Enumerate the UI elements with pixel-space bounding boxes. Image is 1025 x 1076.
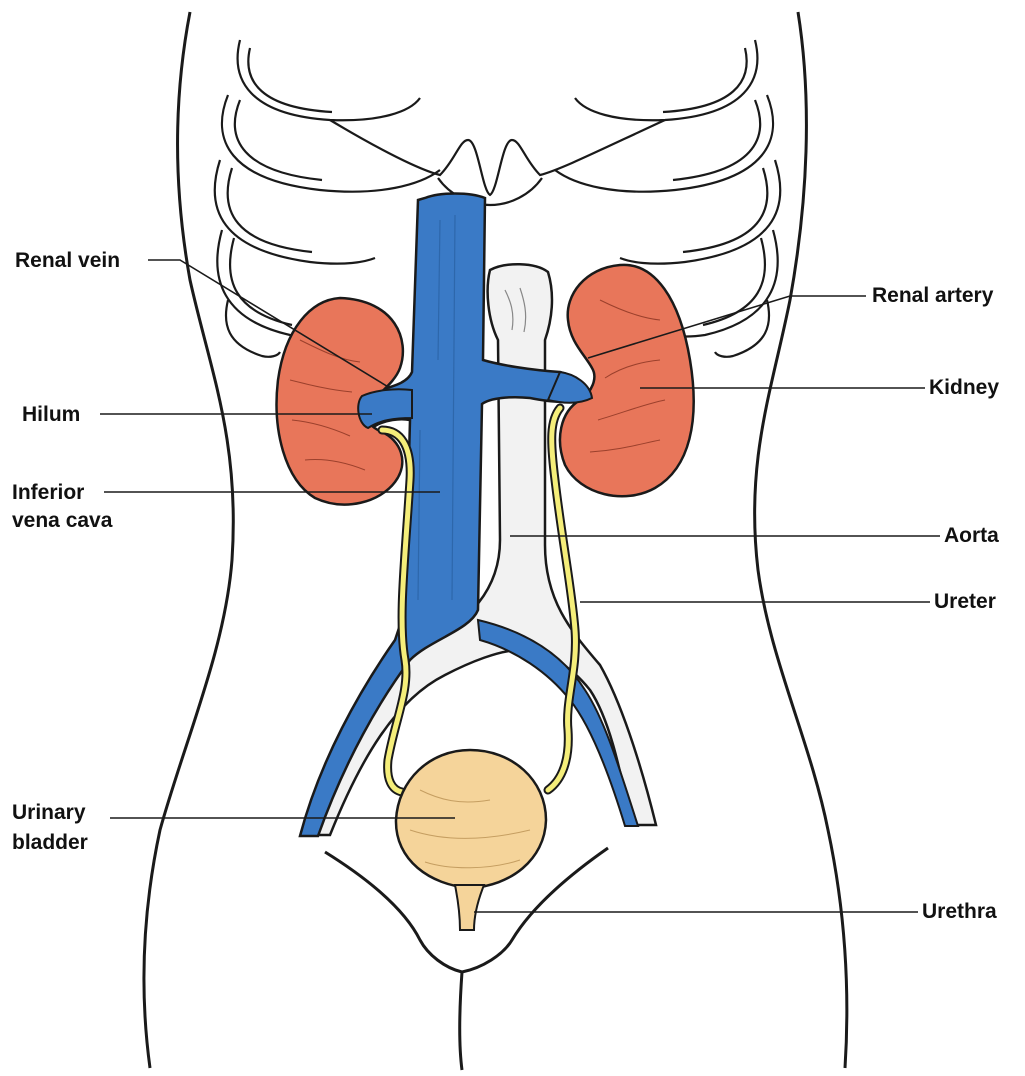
label-urinary-bladder-line1: Urinary <box>12 800 86 826</box>
label-ureter: Ureter <box>934 589 996 615</box>
label-kidney: Kidney <box>929 375 999 401</box>
torso-right-edge <box>755 12 847 1068</box>
bladder-group <box>396 750 546 930</box>
leg-divider <box>460 972 462 1070</box>
label-hilum: Hilum <box>22 402 80 428</box>
label-urinary-bladder-line2: bladder <box>12 830 88 856</box>
urethra <box>455 885 484 930</box>
label-renal-vein: Renal vein <box>15 248 120 274</box>
torso-left-edge <box>144 12 233 1068</box>
label-aorta: Aorta <box>944 523 999 549</box>
label-inferior-vena-cava-line1: Inferior <box>12 480 84 506</box>
label-renal-artery: Renal artery <box>872 283 993 309</box>
label-urethra: Urethra <box>922 899 997 925</box>
label-inferior-vena-cava-line2: vena cava <box>12 508 112 534</box>
